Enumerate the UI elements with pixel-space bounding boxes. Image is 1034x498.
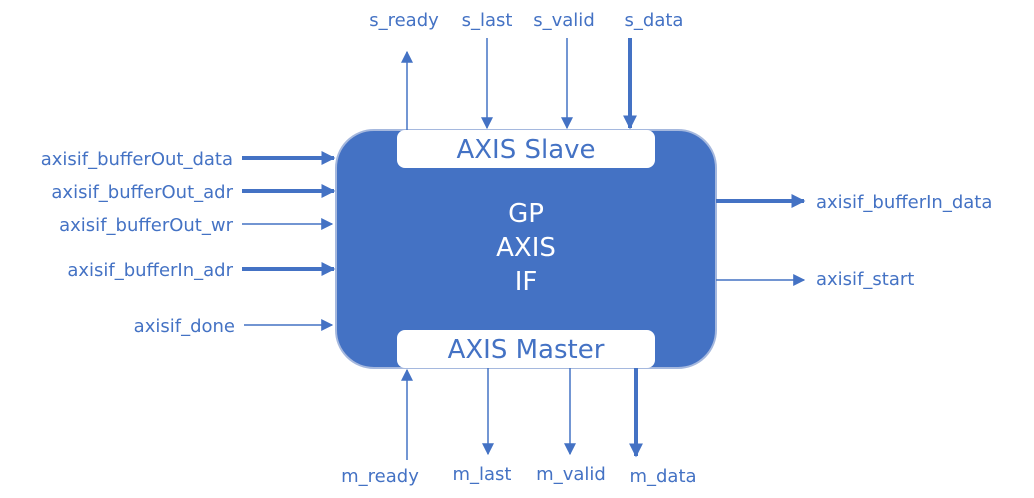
start-label: axisif_start (816, 269, 914, 290)
bufferout-adr-label: axisif_bufferOut_adr (51, 182, 233, 203)
s-ready-label: s_ready (369, 10, 439, 31)
axis-slave-label: AXIS Slave (456, 135, 595, 165)
m-valid-label: m_valid (536, 464, 606, 485)
block-title-line3: IF (515, 267, 538, 297)
m-ready-label: m_ready (341, 466, 419, 487)
axis-master-block (397, 330, 655, 368)
s-valid-label: s_valid (533, 10, 595, 31)
s-last-label: s_last (462, 10, 513, 31)
done-label: axisif_done (134, 316, 235, 337)
axis-master-label: AXIS Master (448, 335, 605, 365)
bufferin-data-label: axisif_bufferIn_data (816, 192, 992, 213)
s-data-label: s_data (625, 10, 684, 31)
bufferout-data-label: axisif_bufferOut_data (41, 149, 233, 170)
m-last-label: m_last (452, 464, 511, 485)
axis-slave-block (397, 130, 655, 168)
block-title-line1: GP (508, 199, 544, 229)
block-title-line2: AXIS (496, 233, 556, 263)
bufferout-wr-label: axisif_bufferOut_wr (59, 215, 233, 236)
m-data-label: m_data (629, 466, 696, 487)
bufferin-adr-label: axisif_bufferIn_adr (67, 260, 233, 281)
